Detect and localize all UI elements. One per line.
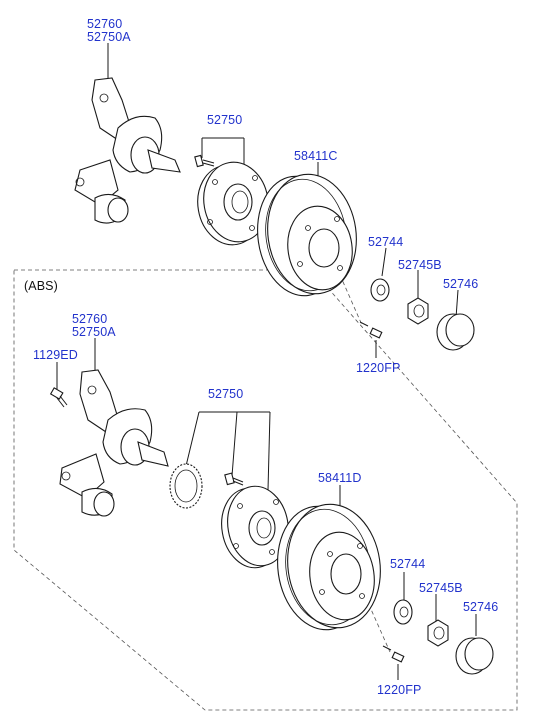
label-bolt-left-abs: 1129ED xyxy=(33,348,78,362)
steering-knuckle-top xyxy=(74,77,181,224)
washer-abs xyxy=(393,599,413,625)
label-washer-abs: 52744 xyxy=(390,557,426,571)
washer-top xyxy=(370,278,390,302)
wheel-hub-top xyxy=(197,161,269,246)
label-abs-frame: (ABS) xyxy=(24,279,58,293)
label-bolt-top: 1220FP xyxy=(356,361,401,375)
hub-bolt-top xyxy=(194,154,215,168)
hub-cap-top xyxy=(436,313,475,351)
label-knuckle-top-1: 52760 xyxy=(87,17,123,31)
label-nut-abs: 52745B xyxy=(419,581,463,595)
label-hub-top: 52750 xyxy=(207,113,243,127)
label-drum-abs: 58411D xyxy=(318,471,362,485)
hub-nut-top xyxy=(407,297,429,325)
label-hub-abs: 52750 xyxy=(208,387,244,401)
wheel-hub-abs xyxy=(221,485,289,569)
brake-drum-top xyxy=(257,173,357,297)
brake-drum-abs xyxy=(277,503,381,631)
label-washer-top: 52744 xyxy=(368,235,404,249)
label-knuckle-abs-2: 52750A xyxy=(72,325,116,339)
label-knuckle-abs-1: 52760 xyxy=(72,312,108,326)
knuckle-bolt-abs xyxy=(49,387,68,408)
drum-bolt-abs xyxy=(382,645,405,663)
label-drum-top: 58411C xyxy=(294,149,338,163)
label-nut-top: 52745B xyxy=(398,258,442,272)
leader-bolt-top xyxy=(339,274,363,326)
hub-nut-abs xyxy=(427,619,449,647)
leader-cap xyxy=(455,289,459,319)
label-cap-abs: 52746 xyxy=(463,600,499,614)
steering-knuckle-abs xyxy=(59,369,169,517)
leader-washer xyxy=(381,247,387,277)
hub-bolt-abs xyxy=(224,472,244,486)
label-cap-top: 52746 xyxy=(443,277,479,291)
abs-tone-ring xyxy=(169,463,203,509)
drum-bolt-top xyxy=(359,321,383,339)
label-bolt-abs: 1220FP xyxy=(377,683,422,697)
hub-cap-abs xyxy=(455,637,494,675)
label-knuckle-top-2: 52750A xyxy=(87,30,131,44)
